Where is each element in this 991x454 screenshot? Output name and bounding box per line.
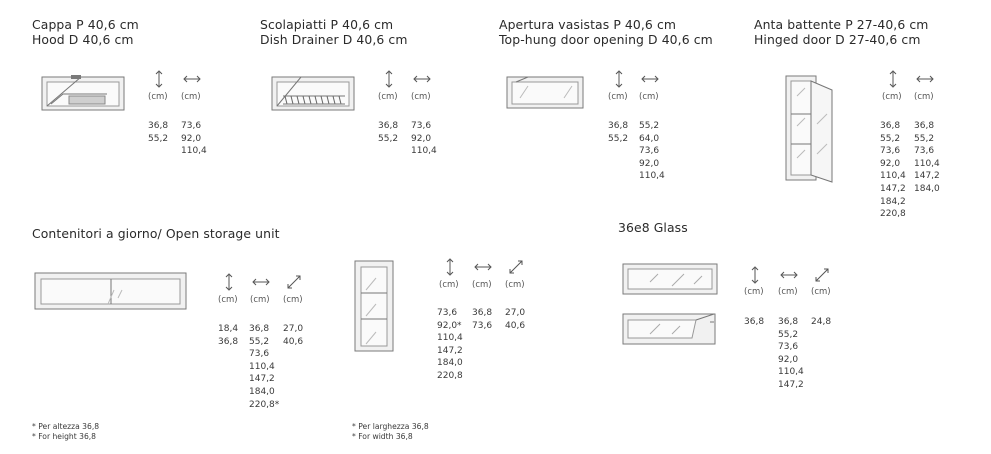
width-unit-label: (cm) bbox=[472, 280, 492, 290]
open-storage-vertical-illustration bbox=[354, 260, 394, 352]
vertical-arrow-icon bbox=[155, 70, 163, 88]
open-storage-b-widths: 36,8 73,6 bbox=[472, 308, 493, 331]
horizontal-arrow-icon bbox=[413, 75, 431, 83]
dish-drainer-widths: 73,6 92,0 110,4 bbox=[411, 121, 437, 157]
width-unit-label: (cm) bbox=[250, 295, 270, 305]
width-unit-label: (cm) bbox=[181, 92, 201, 102]
hood-heights: 36,8 55,2 bbox=[148, 121, 169, 144]
open-storage-a-widths: 36,8 55,2 73,6 110,4 147,2 184,0 220,8* bbox=[249, 324, 280, 410]
glass-depths: 24,8 bbox=[811, 317, 832, 327]
horizontal-arrow-icon bbox=[916, 75, 934, 83]
height-unit-label: (cm) bbox=[882, 92, 902, 102]
height-unit-label: (cm) bbox=[378, 92, 398, 102]
glass-widths: 36,8 55,2 73,6 92,0 110,4 147,2 bbox=[778, 317, 804, 390]
width-unit-label: (cm) bbox=[778, 287, 798, 297]
dish-drainer-title: Scolapiatti P 40,6 cm Dish Drainer D 40,… bbox=[260, 17, 408, 47]
height-unit-label: (cm) bbox=[439, 280, 459, 290]
top-hung-widths: 55,2 64,0 73,6 92,0 110,4 bbox=[639, 121, 665, 182]
horizontal-arrow-icon bbox=[780, 271, 798, 279]
vertical-arrow-icon bbox=[225, 273, 233, 291]
dish-drainer-heights: 36,8 55,2 bbox=[378, 121, 399, 144]
open-storage-horizontal-illustration bbox=[34, 272, 187, 310]
open-storage-title: Contenitori a giorno/ Open storage unit bbox=[32, 226, 280, 241]
top-hung-cabinet-illustration bbox=[506, 76, 584, 109]
hinged-title: Anta battente P 27-40,6 cm Hinged door D… bbox=[754, 17, 929, 47]
open-storage-b-depths: 27,0 40,6 bbox=[505, 308, 526, 331]
hood-widths: 73,6 92,0 110,4 bbox=[181, 121, 207, 157]
width-unit-label: (cm) bbox=[639, 92, 659, 102]
depth-unit-label: (cm) bbox=[811, 287, 831, 297]
hood-cabinet-illustration bbox=[41, 75, 125, 111]
horizontal-arrow-icon bbox=[252, 278, 270, 286]
open-storage-b-footnote: * Per larghezza 36,8 * For width 36,8 bbox=[352, 422, 429, 441]
diagonal-arrow-icon bbox=[509, 260, 523, 274]
horizontal-arrow-icon bbox=[183, 75, 201, 83]
vertical-arrow-icon bbox=[615, 70, 623, 88]
height-unit-label: (cm) bbox=[148, 92, 168, 102]
horizontal-arrow-icon bbox=[641, 75, 659, 83]
hinged-cabinet-illustration bbox=[785, 75, 833, 183]
glass-closed-illustration bbox=[622, 263, 718, 295]
diagonal-arrow-icon bbox=[287, 275, 301, 289]
hinged-widths: 36,8 55,2 73,6 110,4 147,2 184,0 bbox=[914, 121, 940, 194]
vertical-arrow-icon bbox=[385, 70, 393, 88]
hood-title: Cappa P 40,6 cm Hood D 40,6 cm bbox=[32, 17, 139, 47]
hinged-heights: 36,8 55,2 73,6 92,0 110,4 147,2 184,2 22… bbox=[880, 121, 906, 220]
vertical-arrow-icon bbox=[889, 70, 897, 88]
height-unit-label: (cm) bbox=[608, 92, 628, 102]
open-storage-a-footnote: * Per altezza 36,8 * For height 36,8 bbox=[32, 422, 100, 441]
open-storage-a-heights: 18,4 36,8 bbox=[218, 324, 239, 347]
width-unit-label: (cm) bbox=[914, 92, 934, 102]
glass-title: 36e8 Glass bbox=[618, 220, 688, 235]
glass-heights: 36,8 bbox=[744, 317, 765, 327]
depth-unit-label: (cm) bbox=[283, 295, 303, 305]
horizontal-arrow-icon bbox=[474, 263, 492, 271]
top-hung-title: Apertura vasistas P 40,6 cm Top-hung doo… bbox=[499, 17, 713, 47]
vertical-arrow-icon bbox=[446, 258, 454, 276]
top-hung-heights: 36,8 55,2 bbox=[608, 121, 629, 144]
height-unit-label: (cm) bbox=[744, 287, 764, 297]
diagonal-arrow-icon bbox=[815, 268, 829, 282]
width-unit-label: (cm) bbox=[411, 92, 431, 102]
glass-open-illustration bbox=[622, 313, 716, 345]
open-storage-b-heights: 73,6 92,0* 110,4 147,2 184,0 220,8 bbox=[437, 308, 463, 381]
height-unit-label: (cm) bbox=[218, 295, 238, 305]
open-storage-a-depths: 27,0 40,6 bbox=[283, 324, 304, 347]
vertical-arrow-icon bbox=[751, 266, 759, 284]
depth-unit-label: (cm) bbox=[505, 280, 525, 290]
dish-drainer-cabinet-illustration bbox=[271, 76, 355, 111]
